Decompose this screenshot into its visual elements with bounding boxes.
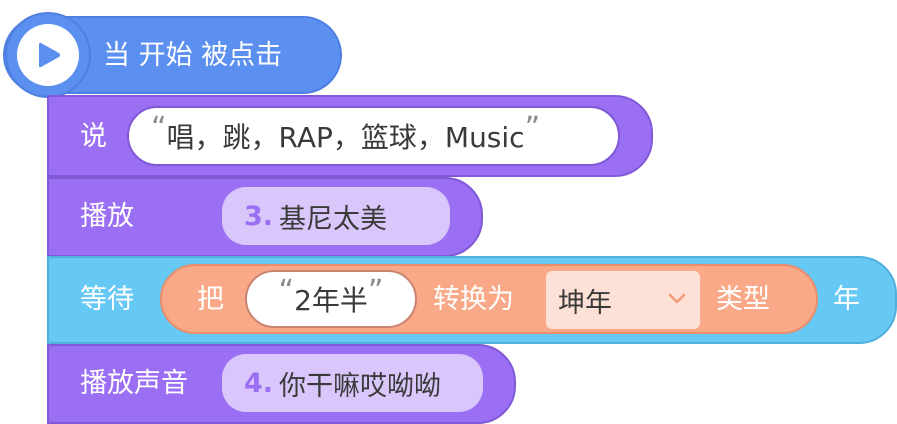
type-dropdown[interactable]: 坤年 bbox=[546, 271, 700, 329]
chevron-down-icon bbox=[668, 293, 686, 304]
close-quote: ” bbox=[367, 273, 384, 309]
open-quote: “ bbox=[278, 273, 295, 309]
convert-prefix-label: 把 bbox=[197, 284, 224, 315]
play-sound-label: 播放声音 bbox=[80, 368, 188, 399]
type-dropdown-value: 坤年 bbox=[558, 287, 612, 319]
wait-unit-label: 年 bbox=[833, 284, 860, 315]
say-text-input[interactable]: “ 唱，跳，RAP，篮球，Music ” bbox=[127, 106, 620, 166]
play-item-number: 3. bbox=[244, 200, 274, 232]
sound-item-number: 4. bbox=[244, 367, 274, 399]
sound-item-name: 你干嘛哎呦呦 bbox=[279, 370, 442, 402]
hat-block-label: 当 开始 被点击 bbox=[103, 40, 283, 71]
convert-value: 2年半 bbox=[294, 284, 368, 317]
say-label: 说 bbox=[80, 121, 107, 152]
start-icon-circle[interactable] bbox=[17, 24, 79, 86]
convert-value-input[interactable]: “ 2年半 ” bbox=[245, 270, 417, 328]
convert-middle-label: 转换为 bbox=[433, 284, 514, 315]
sound-selector[interactable]: 4. 你干嘛哎呦呦 bbox=[222, 354, 483, 412]
play-icon bbox=[39, 42, 60, 68]
convert-suffix-label: 类型 bbox=[716, 284, 770, 315]
close-quote: ” bbox=[524, 110, 541, 146]
say-text-value: 唱，跳，RAP，篮球，Music bbox=[166, 121, 525, 154]
open-quote: “ bbox=[151, 110, 167, 146]
wait-label: 等待 bbox=[80, 284, 134, 315]
play-item-name: 基尼太美 bbox=[279, 203, 388, 235]
play-label: 播放 bbox=[80, 201, 134, 232]
play-item-selector[interactable]: 3. 基尼太美 bbox=[222, 187, 450, 245]
